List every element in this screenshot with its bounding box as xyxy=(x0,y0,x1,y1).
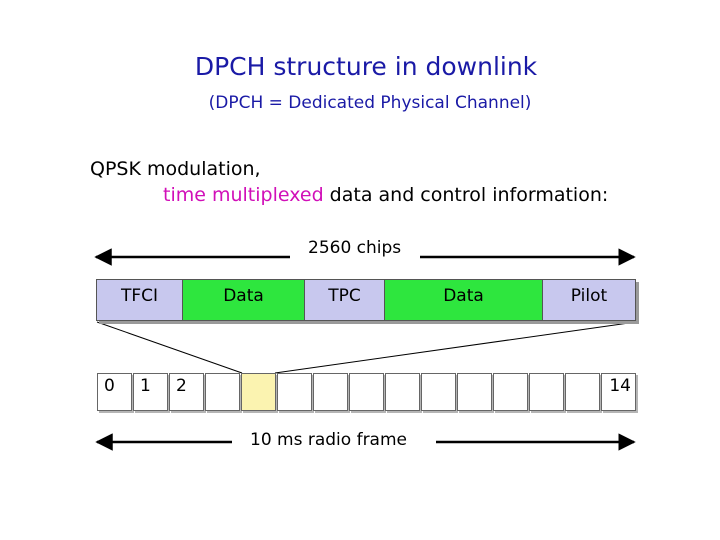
field-tpc: TPC xyxy=(304,279,385,321)
slot-3 xyxy=(205,373,240,411)
field-data-2-label: Data xyxy=(443,286,484,306)
slot-5 xyxy=(277,373,312,411)
slot-8 xyxy=(385,373,420,411)
frame-label: 10 ms radio frame xyxy=(250,430,407,450)
field-tfci: TFCI xyxy=(96,279,183,321)
zoom-line-right xyxy=(274,321,637,374)
field-tpc-label: TPC xyxy=(328,286,361,306)
diagram-subtitle: (DPCH = Dedicated Physical Channel) xyxy=(208,93,532,113)
diagram-title: DPCH structure in downlink xyxy=(194,52,538,81)
slot-label: 0 xyxy=(104,376,115,396)
field-tfci-label: TFCI xyxy=(120,286,159,306)
field-data-1-label: Data xyxy=(223,286,264,306)
description-line-2: time multiplexed data and control inform… xyxy=(163,184,608,206)
slot-6 xyxy=(313,373,348,411)
slot-label: 14 xyxy=(609,376,631,396)
slot-13 xyxy=(565,373,600,411)
description-line-1: QPSK modulation, xyxy=(90,158,261,180)
description-highlight: time multiplexed xyxy=(163,184,324,206)
zoom-line-left xyxy=(96,321,243,374)
field-pilot: Pilot xyxy=(542,279,636,321)
slot-1: 1 xyxy=(133,373,168,411)
slot-label: 1 xyxy=(140,376,151,396)
slot-10 xyxy=(457,373,492,411)
slot-7 xyxy=(349,373,384,411)
field-pilot-label: Pilot xyxy=(570,286,608,306)
chips-label: 2560 chips xyxy=(308,238,402,258)
slot-4 xyxy=(241,373,276,411)
slot-9 xyxy=(421,373,456,411)
slot-14: 14 xyxy=(601,373,636,411)
slot-label: 2 xyxy=(176,376,187,396)
slot-11 xyxy=(493,373,528,411)
slot-2: 2 xyxy=(169,373,204,411)
slot-12 xyxy=(529,373,564,411)
field-data-2: Data xyxy=(384,279,543,321)
description-rest: data and control information: xyxy=(323,184,609,206)
field-data-1: Data xyxy=(182,279,305,321)
slot-0: 0 xyxy=(97,373,132,411)
